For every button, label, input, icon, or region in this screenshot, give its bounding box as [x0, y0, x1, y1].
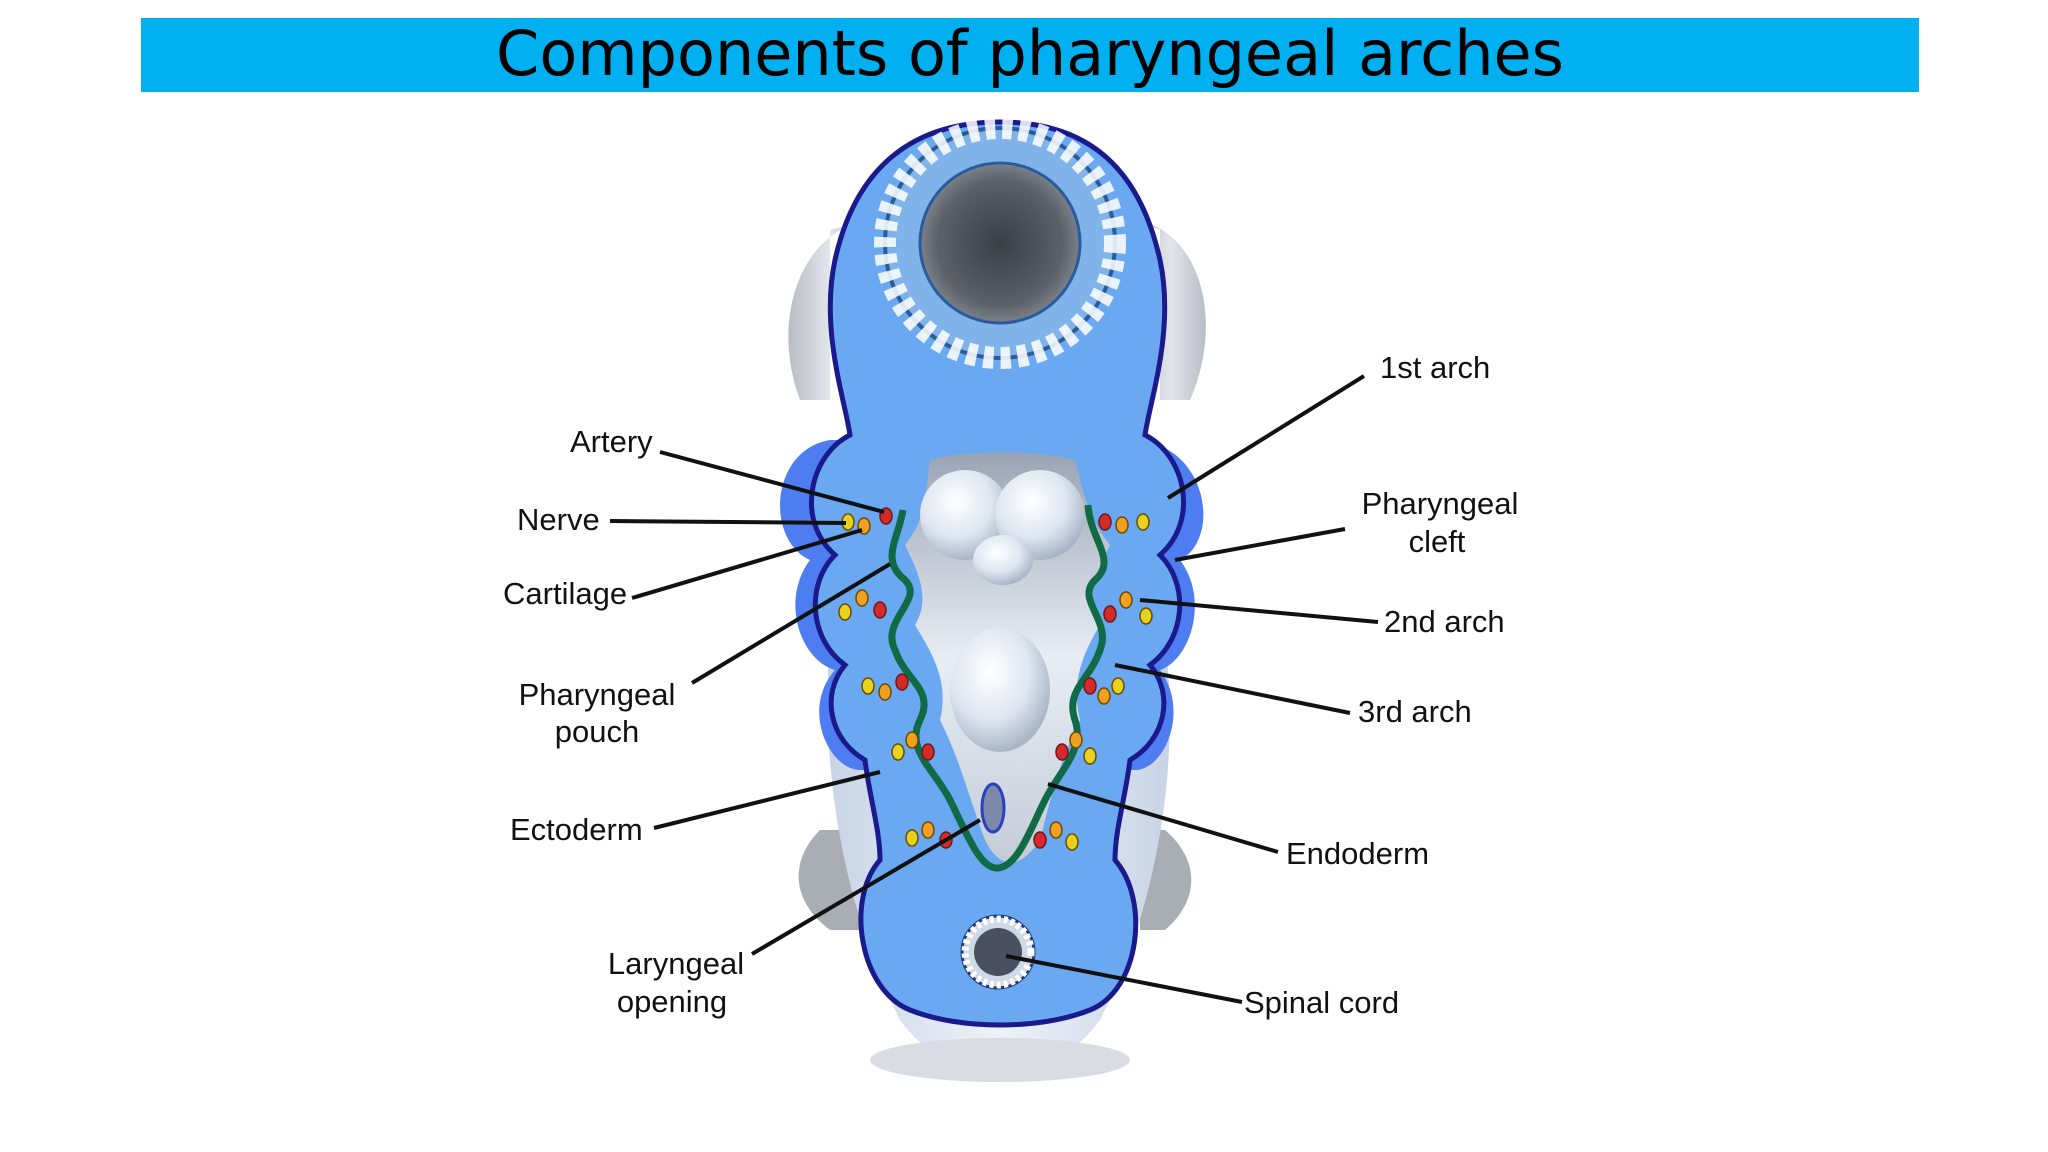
leader-spinal-cord: [1005, 954, 1243, 1004]
eye-structure: [874, 117, 1126, 369]
arch-dots: [838, 507, 1153, 851]
leader-lines: [609, 374, 1379, 1004]
spinal-cord: [960, 914, 1036, 990]
label-cartilage: Cartilage: [503, 576, 627, 611]
slide-title: Components of pharyngeal arches: [496, 17, 1564, 90]
leader-ectoderm: [653, 770, 881, 830]
label-laryngeal-opening-2: opening: [617, 984, 727, 1019]
label-second-arch: 2nd arch: [1384, 604, 1505, 639]
label-first-arch: 1st arch: [1380, 350, 1490, 385]
label-third-arch: 3rd arch: [1358, 694, 1472, 729]
label-ectoderm: Ectoderm: [510, 812, 643, 847]
label-pharyngeal-pouch-2: pouch: [555, 714, 639, 749]
laryngeal-opening: [980, 782, 1006, 834]
title-bar: Components of pharyngeal arches: [141, 18, 1919, 92]
leader-second-arch: [1139, 598, 1379, 624]
label-artery: Artery: [570, 424, 653, 459]
leader-pharyngeal-cleft: [1174, 527, 1346, 562]
leader-cartilage: [631, 528, 863, 600]
label-pharyngeal-cleft-1: Pharyngeal: [1362, 486, 1519, 521]
label-nerve: Nerve: [517, 502, 600, 537]
leader-first-arch: [1166, 374, 1366, 500]
leader-endoderm: [1047, 782, 1279, 854]
label-endoderm: Endoderm: [1286, 836, 1429, 871]
label-pharyngeal-pouch-1: Pharyngeal: [519, 677, 676, 712]
label-laryngeal-opening-1: Laryngeal: [608, 946, 744, 981]
endoderm-line: [888, 504, 1108, 872]
cavity-structures: [920, 470, 1085, 752]
leader-laryngeal-opening: [750, 818, 982, 956]
label-spinal-cord: Spinal cord: [1244, 985, 1399, 1020]
label-pharyngeal-cleft-2: cleft: [1409, 524, 1466, 559]
leader-artery: [659, 450, 885, 514]
leader-nerve: [609, 519, 847, 525]
leader-third-arch: [1114, 663, 1351, 715]
label-group: Artery Nerve Cartilage Pharyngeal pouch …: [503, 350, 1518, 1020]
leader-pharyngeal-pouch: [690, 562, 892, 685]
